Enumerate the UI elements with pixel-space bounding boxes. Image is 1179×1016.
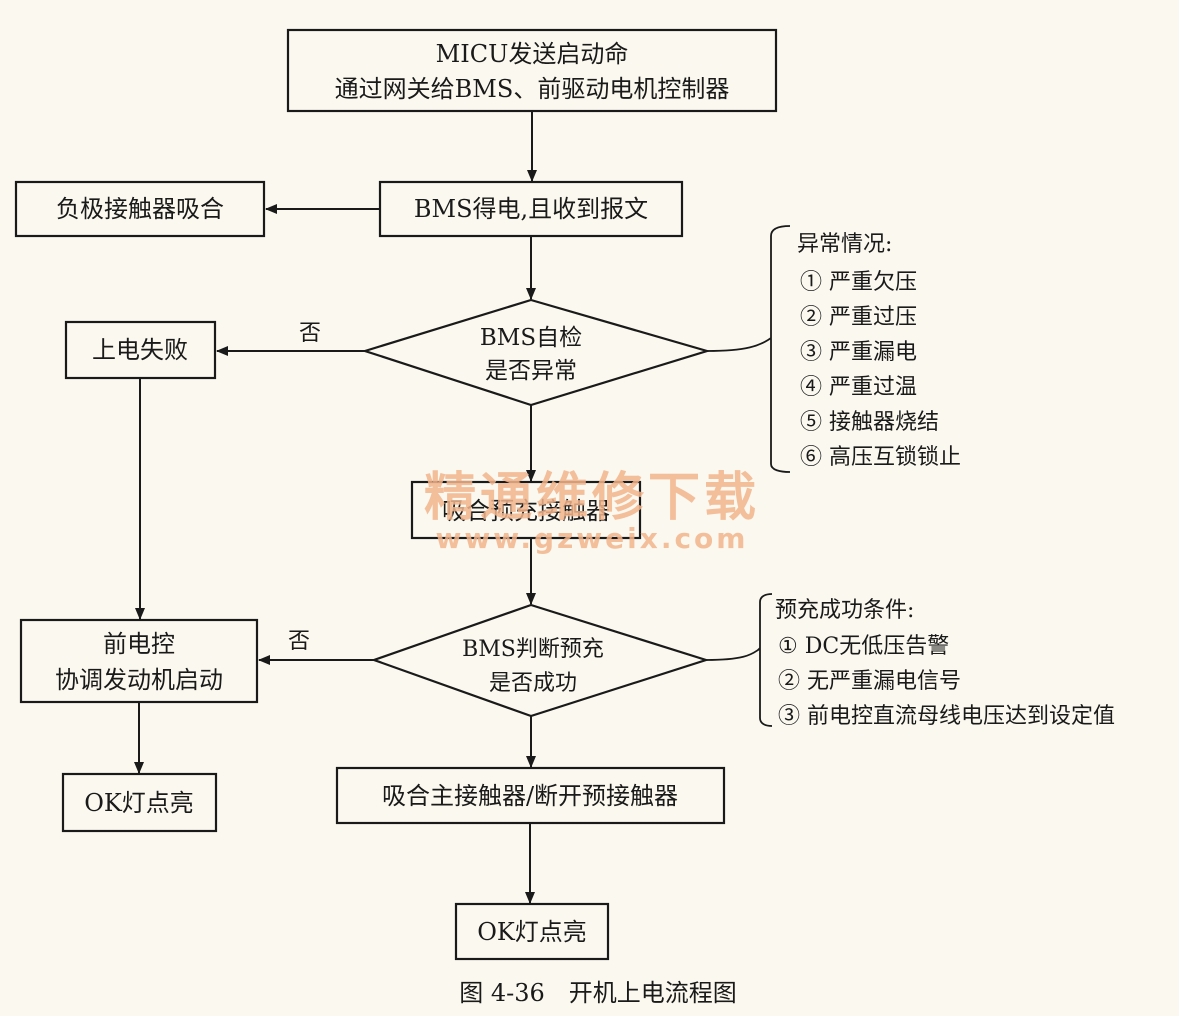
ok-left-label: OK灯点亮: [84, 789, 194, 817]
abnormal-list: 异常情况: ① 严重欠压 ② 严重过压 ③ 严重漏电 ④ 严重过温 ⑤ 接触器烧…: [797, 232, 961, 470]
bms-power-box: BMS得电,且收到报文: [378, 180, 684, 238]
main-contactor-label: 吸合主接触器/断开预接触器: [382, 782, 678, 810]
watermark-text: 精通维修下载: [424, 468, 760, 528]
front-ctrl-line-1: 前电控: [103, 630, 175, 658]
self-check-line-1: BMS自检: [480, 325, 582, 351]
abnormal-item: ④ 严重过温: [800, 375, 917, 400]
abnormal-item: ① 严重欠压: [800, 270, 917, 295]
ok-bottom-label: OK灯点亮: [477, 918, 587, 946]
precharge-conditions-brace: [705, 593, 773, 727]
precharge-condition-item: ① DC无低压告警: [778, 634, 949, 659]
precharge-conditions-list: 预充成功条件: ① DC无低压告警 ② 无严重漏电信号 ③ 前电控直流母线电压达…: [775, 598, 1115, 729]
precharge-check-diamond: BMS判断预充 是否成功: [370, 603, 710, 718]
precharge-check-line-1: BMS判断预充: [462, 637, 604, 662]
precharge-condition-item: ③ 前电控直流母线电压达到设定值: [778, 704, 1115, 729]
ok-left-box: OK灯点亮: [61, 772, 218, 833]
abnormal-brace: [706, 225, 791, 473]
main-contactor-box: 吸合主接触器/断开预接触器: [335, 766, 726, 825]
self-check-diamond: BMS自检 是否异常: [361, 298, 711, 407]
abnormal-item: ③ 严重漏电: [800, 340, 917, 365]
precharge-box: 吸合预充接触器: [410, 480, 642, 540]
power-fail-label: 上电失败: [92, 336, 188, 364]
power-fail-box: 上电失败: [64, 320, 217, 380]
no-label-2: 否: [288, 629, 310, 654]
abnormal-item: ⑥ 高压互锁锁止: [800, 445, 961, 470]
precharge-condition-item: ② 无严重漏电信号: [778, 669, 961, 694]
front-ctrl-box: 前电控 协调发动机启动: [19, 618, 259, 704]
abnormal-item: ② 严重过压: [800, 305, 917, 330]
abnormal-item: ⑤ 接触器烧结: [800, 410, 939, 435]
precharge-label: 吸合预充接触器: [442, 497, 610, 525]
self-check-line-2: 是否异常: [485, 358, 577, 384]
neg-contactor-label: 负极接触器吸合: [56, 195, 224, 223]
front-ctrl-line-2: 协调发动机启动: [55, 666, 223, 694]
bms-power-label: BMS得电,且收到报文: [414, 195, 648, 223]
no-label-1: 否: [299, 321, 321, 346]
watermark-url: www.gzweix.com: [436, 522, 749, 555]
start-box: MICU发送启动命 通过网关给BMS、前驱动电机控制器: [286, 28, 778, 113]
ok-bottom-box: OK灯点亮: [454, 902, 610, 961]
figure-caption: 图 4-36 开机上电流程图: [459, 979, 737, 1007]
start-line-2: 通过网关给BMS、前驱动电机控制器: [335, 75, 730, 103]
neg-contactor-box: 负极接触器吸合: [14, 180, 266, 238]
watermark: 精通维修下载 www.gzweix.com: [424, 468, 760, 555]
precharge-conditions-title: 预充成功条件:: [775, 598, 914, 623]
precharge-check-line-2: 是否成功: [489, 671, 577, 696]
start-line-1: MICU发送启动命: [436, 40, 629, 68]
abnormal-title: 异常情况:: [797, 232, 892, 257]
